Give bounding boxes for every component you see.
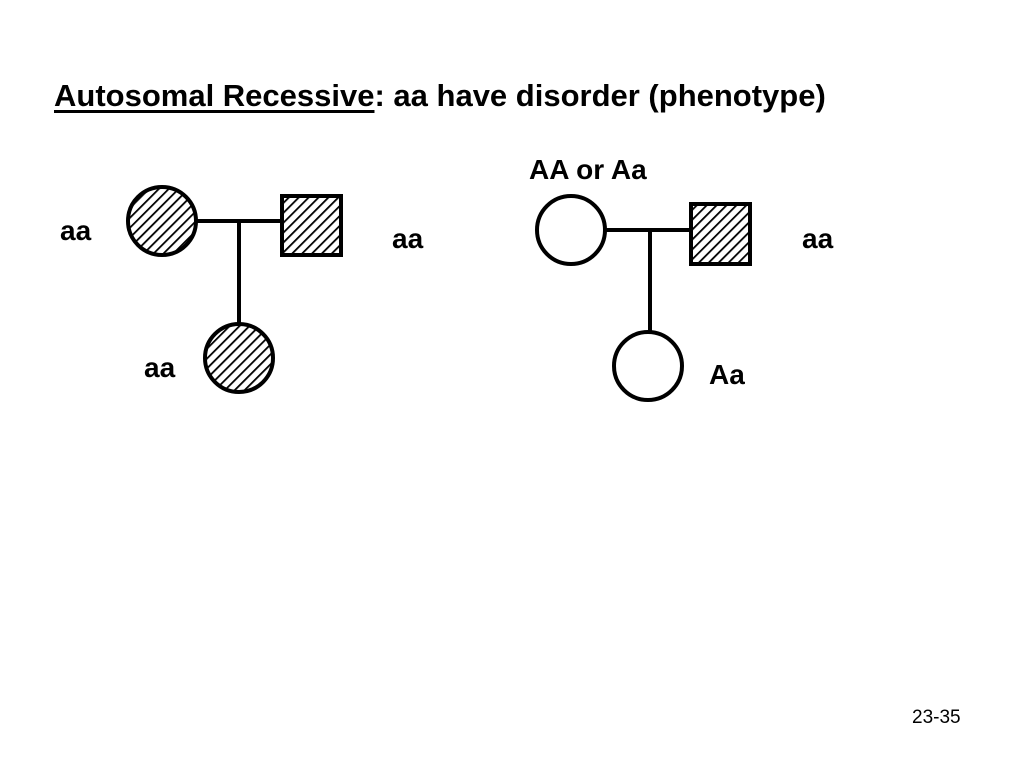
father-genotype-label: aa xyxy=(802,223,834,254)
father-affected-square xyxy=(280,194,343,257)
father-affected-square xyxy=(689,202,752,266)
pedigree-right: AA or Aa aa Aa xyxy=(529,154,834,402)
title-rest: : aa have disorder (phenotype) xyxy=(374,78,826,113)
mother-unaffected-circle xyxy=(535,194,607,266)
slide-title: Autosomal Recessive: aa have disorder (p… xyxy=(54,78,826,114)
father-genotype-label: aa xyxy=(392,223,424,254)
mother-genotype-label: AA or Aa xyxy=(529,154,647,185)
title-underlined-term: Autosomal Recessive xyxy=(54,78,375,113)
child-genotype-label: Aa xyxy=(709,359,745,390)
child-affected-circle xyxy=(203,322,275,394)
mother-genotype-label: aa xyxy=(60,215,92,246)
slide-number: 23-35 xyxy=(912,707,961,728)
mother-affected-circle xyxy=(126,185,198,257)
child-genotype-label: aa xyxy=(144,352,176,383)
pedigree-left: aa aa aa xyxy=(60,185,424,394)
child-unaffected-circle xyxy=(612,330,684,402)
